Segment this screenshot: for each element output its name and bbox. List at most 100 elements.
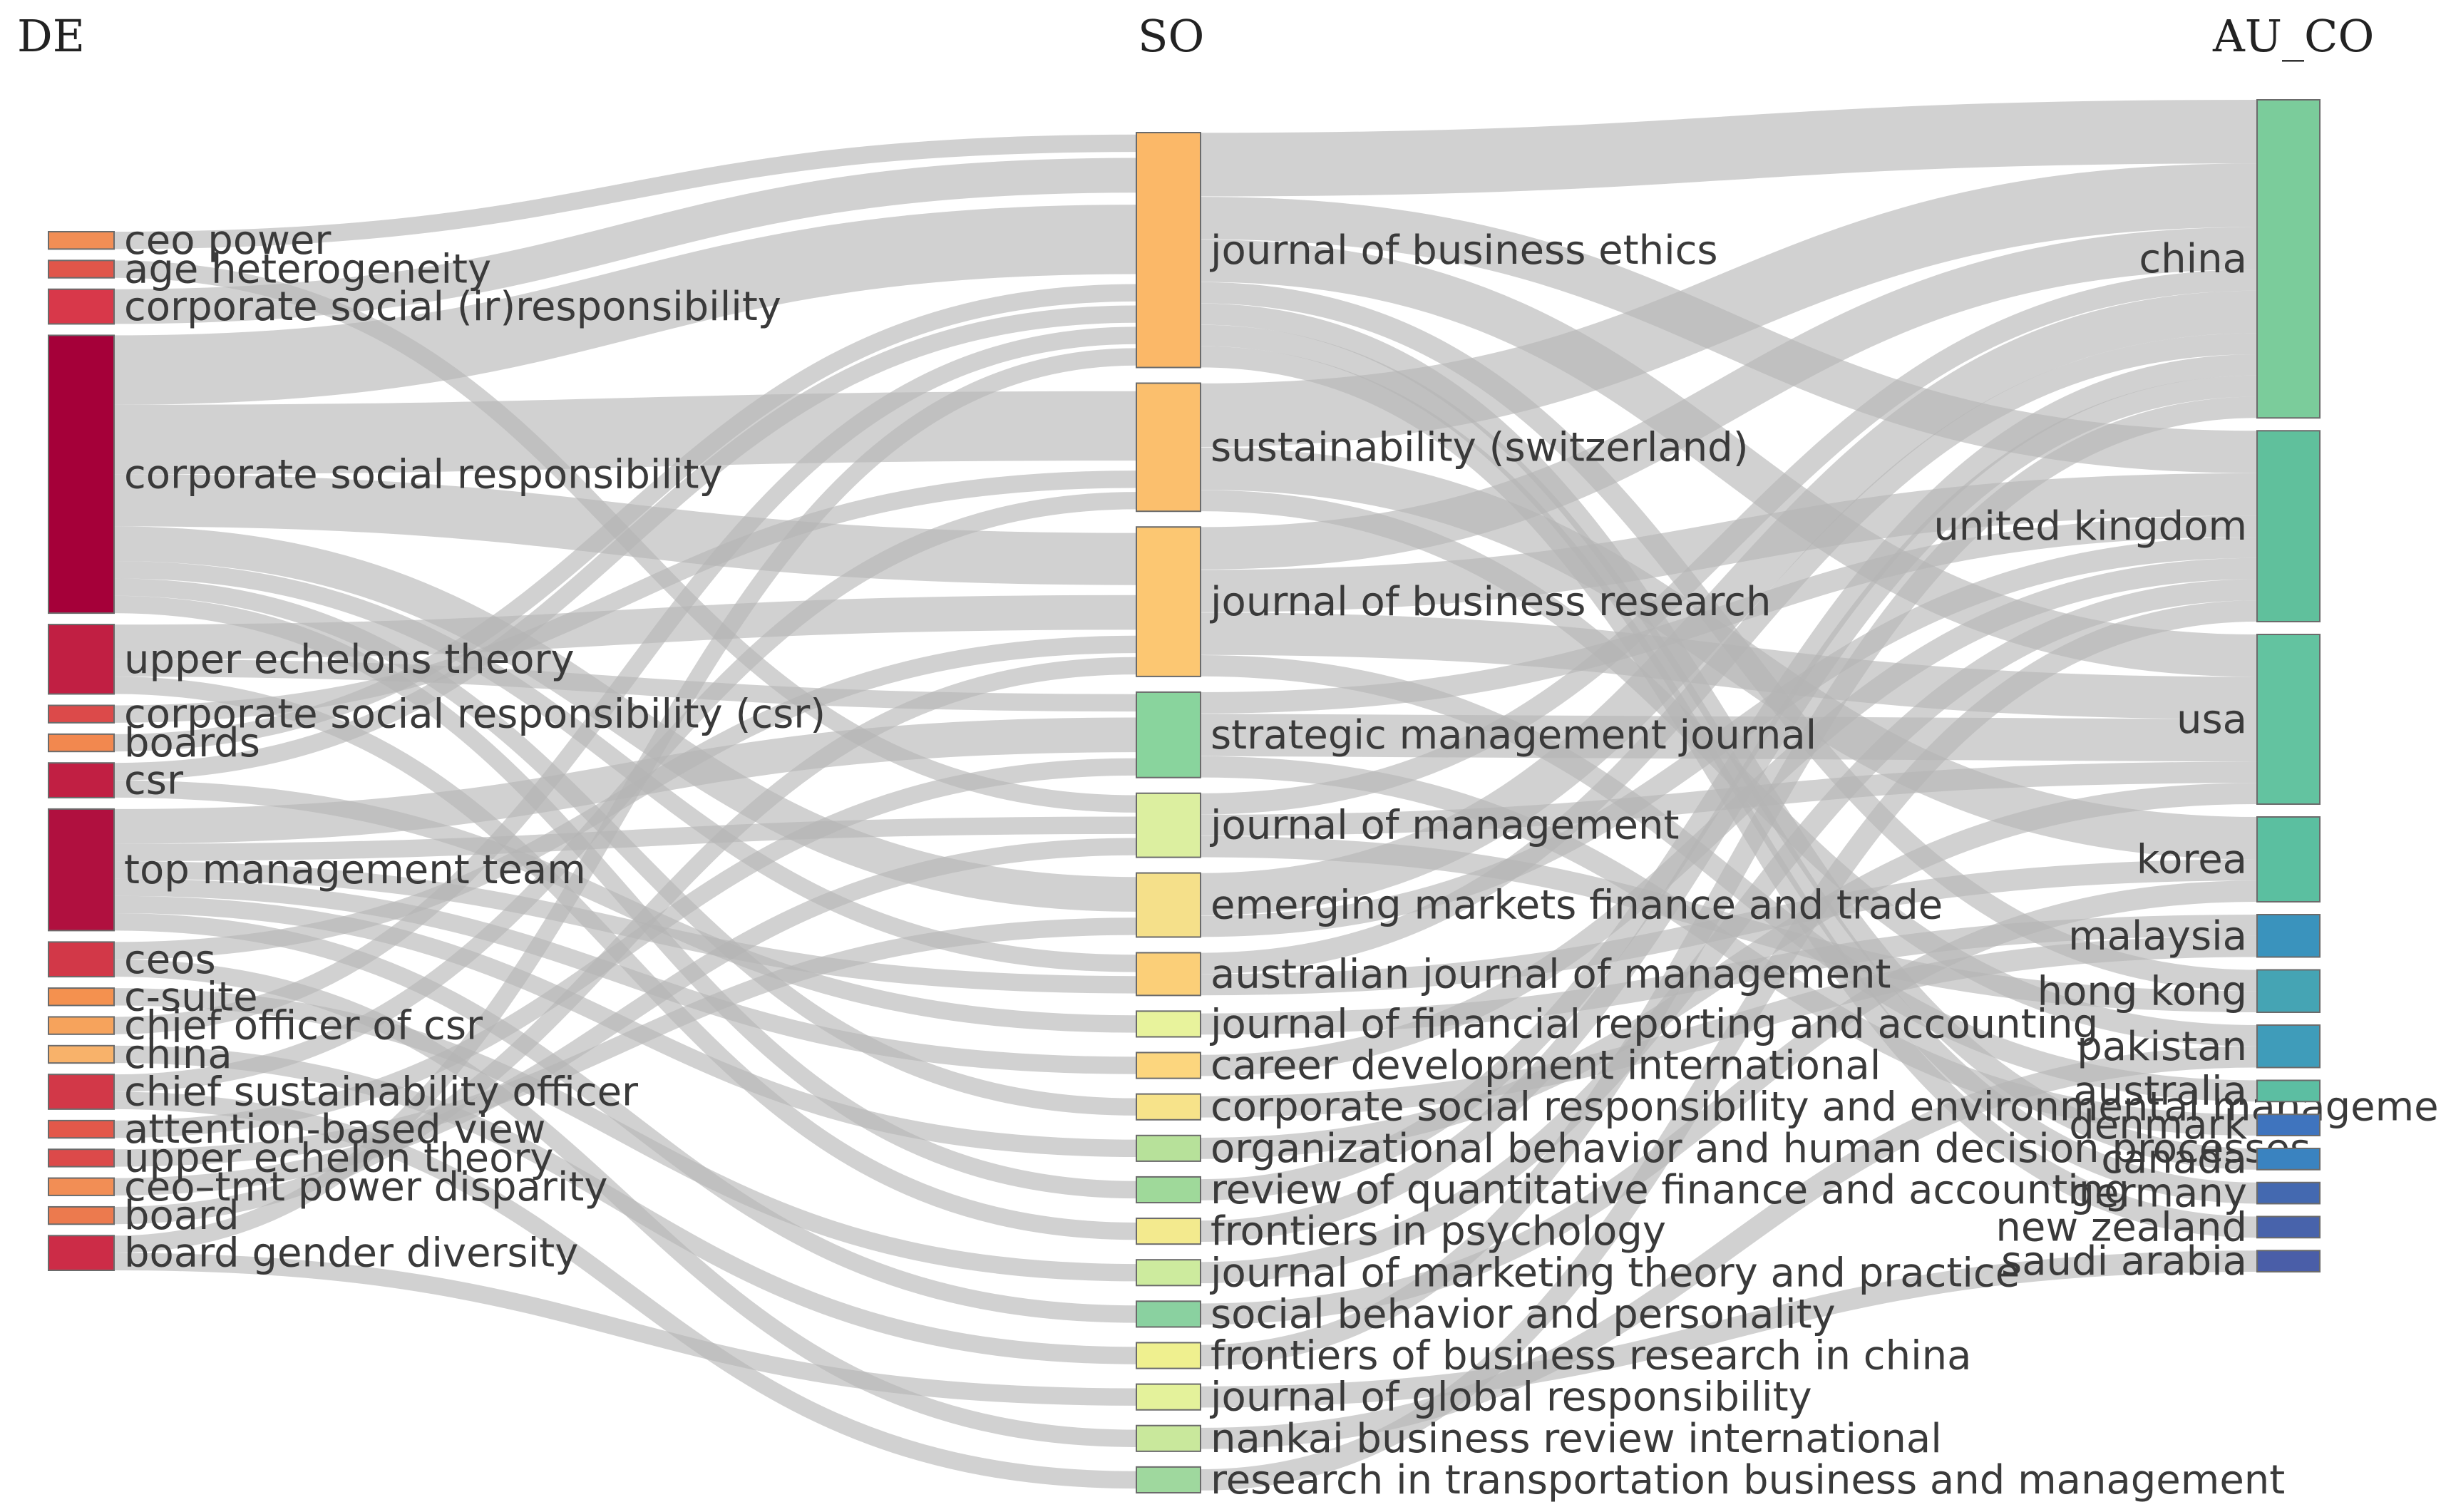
so-node-label: corporate social responsibility and envi… (1211, 1084, 2441, 1131)
de-node-label: upper echelons theory (124, 637, 575, 683)
so-node (1136, 872, 1201, 938)
de-node-label: corporate social responsibility (csr) (124, 691, 826, 738)
au-node-label: canada (2101, 1136, 2247, 1183)
so-node (1136, 1176, 1201, 1204)
flow-de-so (113, 860, 1137, 994)
de-node-label: attention-based view (124, 1106, 545, 1153)
de-node-label: ceo power (124, 217, 332, 264)
de-node (48, 1235, 115, 1271)
de-node (48, 808, 115, 932)
so-node (1136, 1218, 1201, 1245)
au-node-label: australia (2073, 1068, 2247, 1114)
so-node-label: research in transportation business and … (1211, 1457, 2285, 1503)
so-node-label: frontiers of business research in china (1211, 1333, 1971, 1379)
de-node (48, 259, 115, 279)
de-node (48, 288, 115, 325)
so-node-label: nankai business review international (1211, 1416, 1942, 1462)
flow-de-so (113, 878, 1137, 1074)
so-node (1136, 792, 1201, 858)
de-node-label: csr (124, 758, 184, 804)
de-node (48, 733, 115, 753)
so-node-label: frontiers in psychology (1211, 1208, 1666, 1255)
column-header-de: DE (17, 10, 85, 62)
de-node-label: china (124, 1032, 232, 1078)
so-node (1136, 1010, 1201, 1038)
so-node-label: journal of management (1209, 803, 1679, 849)
au-node (2256, 1148, 2321, 1171)
de-node-label: chief officer of csr (124, 1003, 483, 1049)
de-node (48, 1044, 115, 1064)
de-node-label: board gender diversity (124, 1230, 578, 1277)
flow-de-so (113, 205, 1137, 405)
flow-so-au (1200, 579, 2258, 1284)
flow-so-au (1200, 163, 2258, 448)
column-header-so: SO (1138, 10, 1204, 62)
de-node-label: c-suite (124, 974, 258, 1020)
de-node (48, 334, 115, 614)
so-node (1136, 1300, 1201, 1328)
flow-de-so (113, 913, 1137, 1323)
so-node (1136, 382, 1201, 513)
so-node-label: journal of marketing theory and practice (1209, 1250, 2020, 1296)
so-node (1136, 1342, 1201, 1369)
flow-so-au (1200, 100, 2258, 197)
au-node (2256, 1079, 2321, 1103)
au-node-label: new zealand (1995, 1204, 2247, 1250)
column-header-au-co: AU_CO (2212, 10, 2374, 62)
de-node-label: ceo–tmt power disparity (124, 1164, 607, 1210)
flow-so-au (1200, 600, 2258, 1491)
de-node-label: ceos (124, 937, 216, 983)
de-node (48, 762, 115, 798)
de-node-label: corporate social (ir)responsibility (124, 284, 781, 330)
flow-de-so (113, 348, 1137, 1253)
au-node-label: korea (2137, 837, 2247, 883)
flow-de-so (113, 917, 1137, 1167)
flow-de-so (113, 158, 1137, 324)
au-node-label: usa (2177, 696, 2247, 743)
so-node (1136, 1093, 1201, 1121)
so-node (1136, 1051, 1201, 1079)
de-node (48, 1016, 115, 1035)
flow-so-au (1200, 227, 2258, 570)
au-node (2256, 99, 2321, 419)
de-node (48, 1148, 115, 1168)
flow-de-so (113, 838, 1137, 1195)
so-node-label: organizational behavior and human decisi… (1211, 1126, 2311, 1172)
flow-de-so (113, 1091, 1137, 1489)
de-node-label: boards (124, 720, 260, 766)
de-node-label: chief sustainability officer (124, 1069, 639, 1116)
de-node-label: board (124, 1193, 240, 1239)
au-node (2256, 634, 2321, 805)
flow-de-so (113, 284, 1137, 752)
flow-de-so (113, 474, 1137, 585)
de-node (48, 987, 115, 1007)
de-node (48, 231, 115, 250)
de-node (48, 1074, 115, 1110)
flow-so-au (1200, 375, 2258, 1242)
au-node (2256, 816, 2321, 902)
so-node (1136, 1134, 1201, 1162)
flow-de-so (113, 305, 1137, 781)
de-node (48, 624, 115, 695)
flow-de-so (113, 391, 1137, 475)
flow-so-au (1200, 396, 2258, 1367)
au-node-label: united kingdom (1933, 503, 2247, 550)
so-node-label: sustainability (switzerland) (1211, 424, 1749, 470)
de-node (48, 704, 115, 724)
de-node-label: top management team (124, 847, 586, 893)
so-node-label: australian journal of management (1211, 951, 1891, 997)
au-node (2256, 1250, 2321, 1272)
so-node-label: journal of business ethics (1209, 227, 1718, 274)
so-node-label: strategic management journal (1211, 712, 1816, 758)
flow-de-so (113, 816, 1137, 861)
so-node (1136, 952, 1201, 997)
flow-de-so (113, 595, 1137, 659)
de-node (48, 941, 115, 978)
so-node-label: review of quantitative finance and accou… (1211, 1167, 2129, 1213)
flow-so-au (1200, 269, 2258, 815)
so-node-label: journal of financial reporting and accou… (1209, 1001, 2098, 1047)
so-node (1136, 526, 1201, 677)
flow-so-au (1200, 354, 2258, 1200)
